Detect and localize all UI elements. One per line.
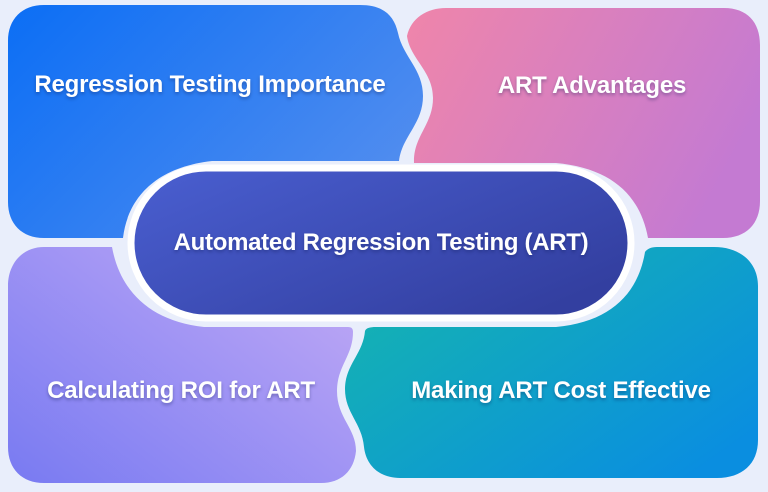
node-center-pill-shape [127, 164, 635, 322]
block-calculating-roi-shape [8, 247, 356, 483]
block-regression-testing-importance-shape [8, 5, 423, 238]
block-cost-effective-shape [345, 247, 758, 478]
block-art-advantages-shape [407, 8, 760, 238]
